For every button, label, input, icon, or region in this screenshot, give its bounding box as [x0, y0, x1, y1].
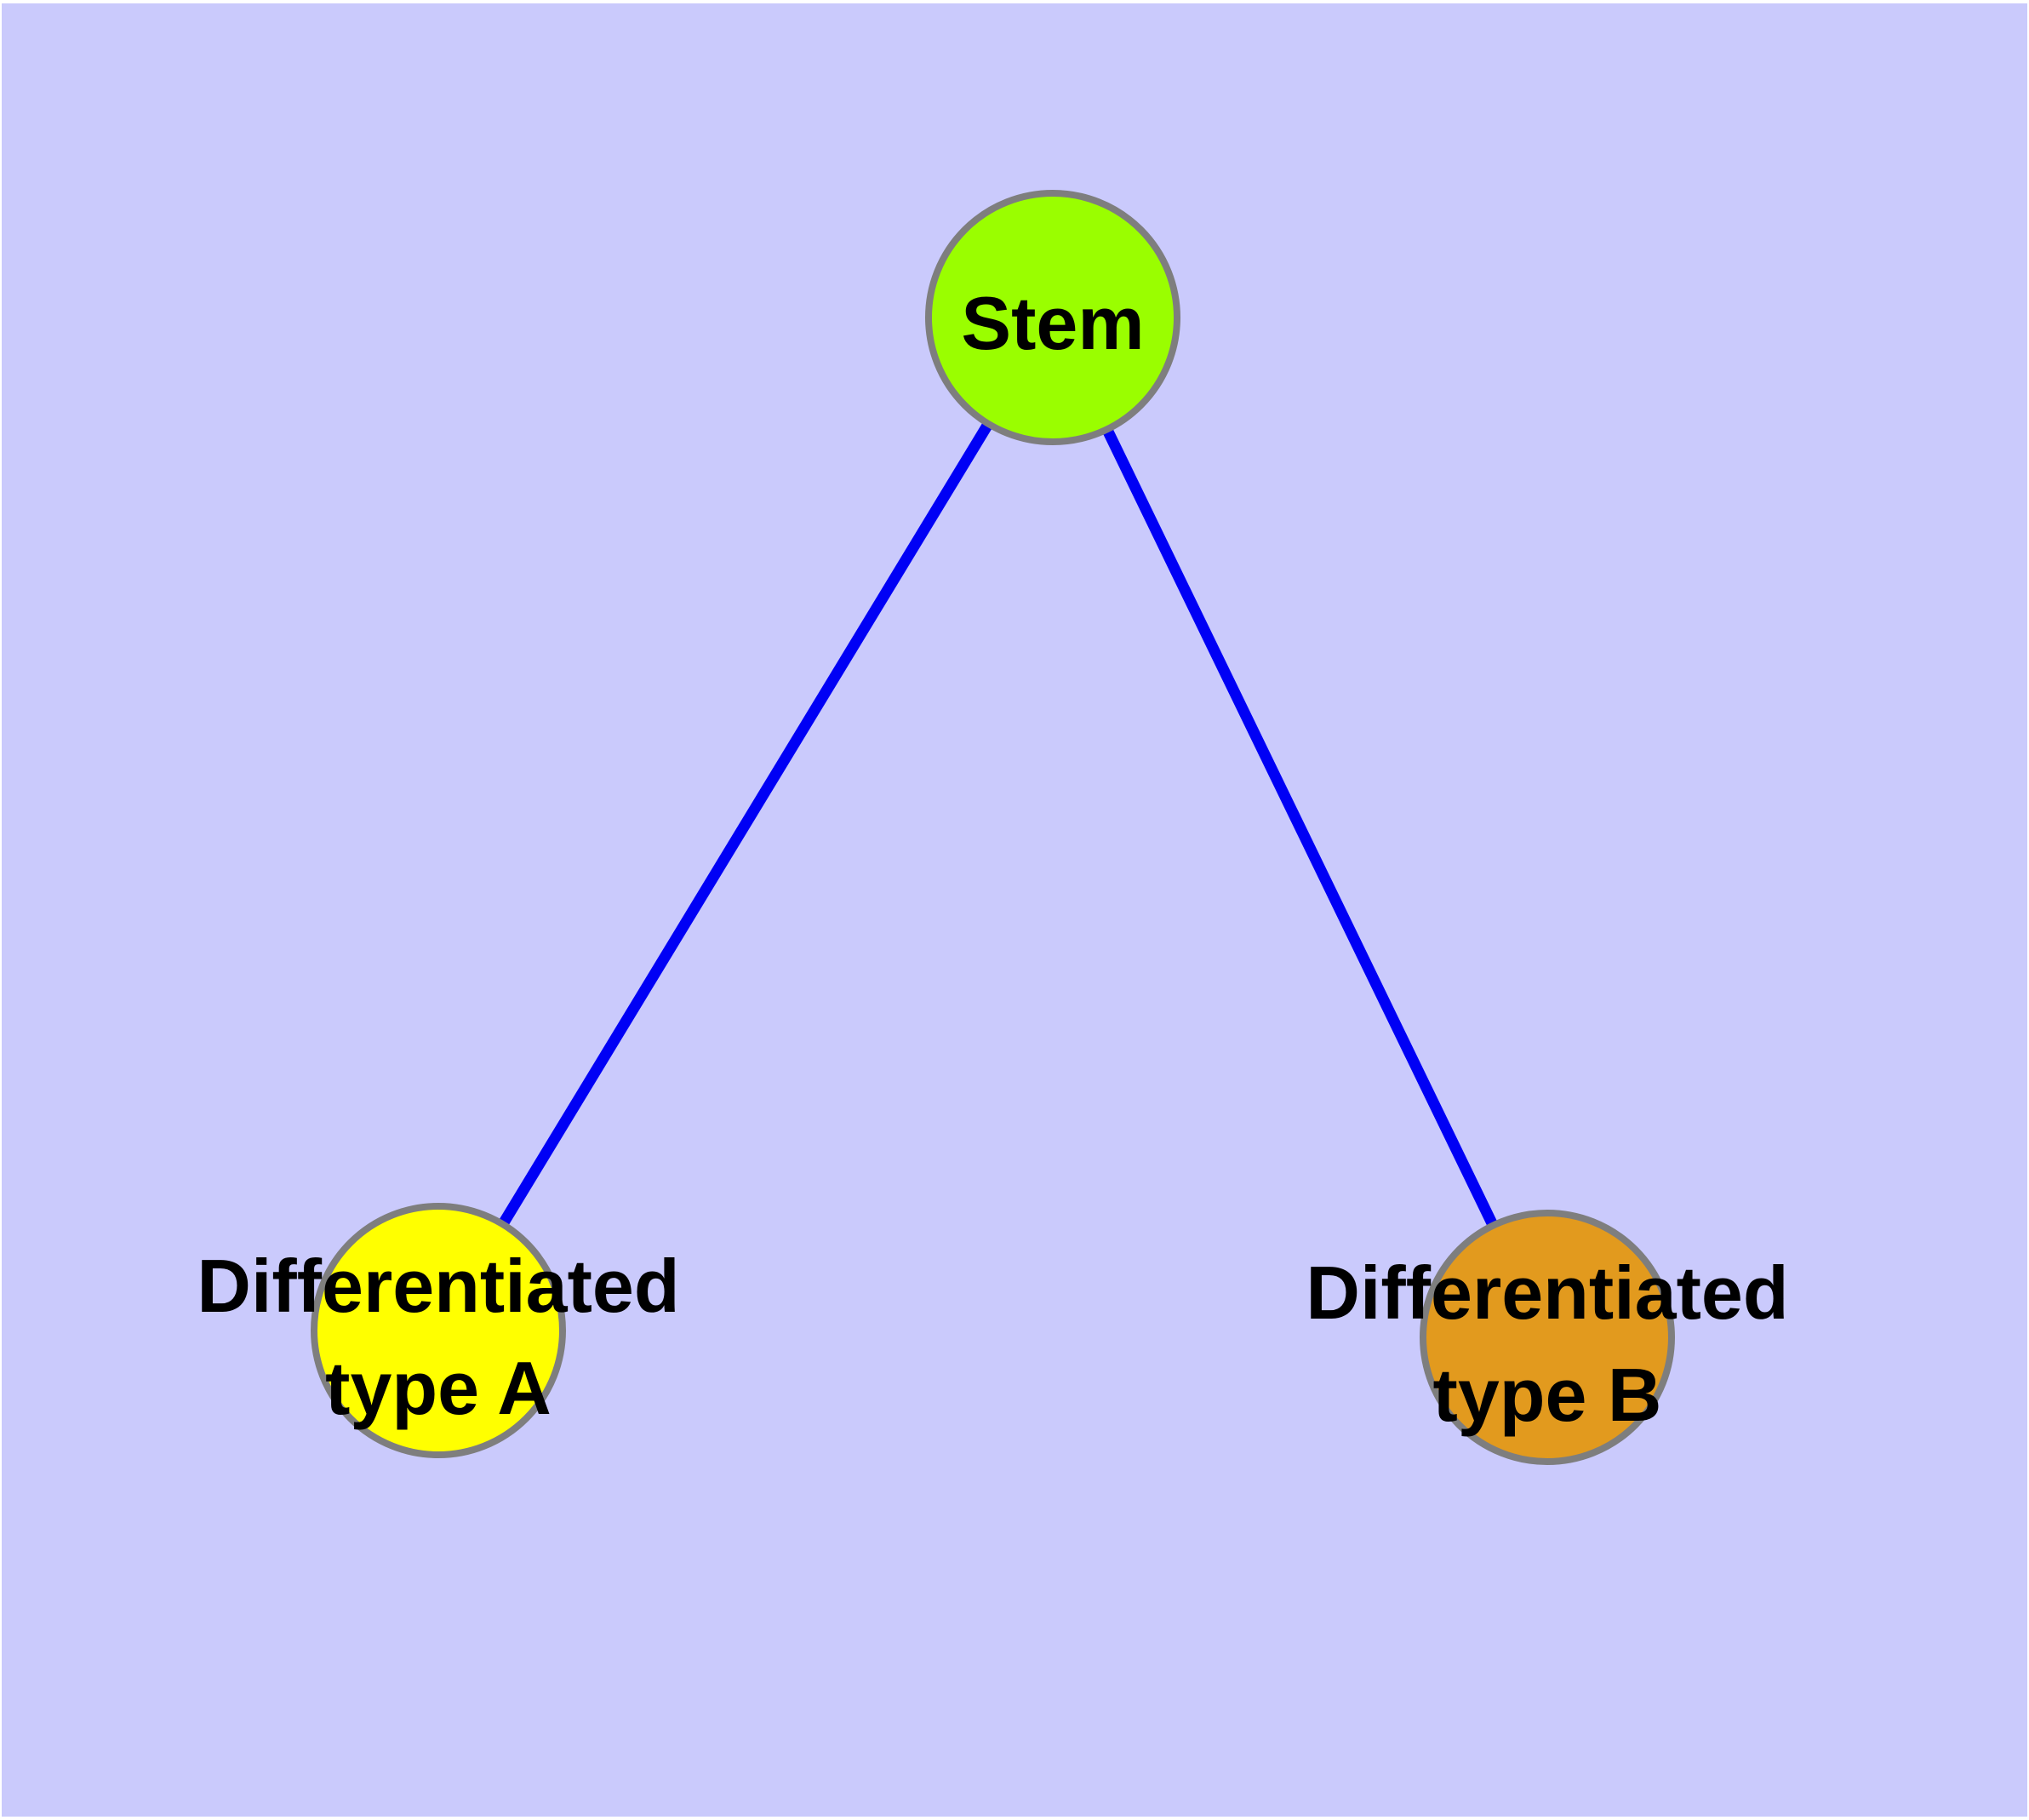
node-differentiated-type-b [1420, 1210, 1675, 1465]
node-stem [925, 190, 1180, 445]
node-type-b-label-line1: Differentiated [1306, 1251, 1788, 1335]
node-type-b-label-line2: type B [1433, 1353, 1662, 1437]
node-differentiated-type-a [311, 1203, 566, 1458]
edge-stem-to-type-b [1048, 315, 1552, 1340]
node-stem-label: Stem [961, 281, 1144, 365]
edge-stem-to-type-a [433, 314, 1058, 1334]
node-type-a-label-line1: Differentiated [197, 1244, 679, 1328]
node-type-a-label-line2: type A [325, 1346, 552, 1430]
